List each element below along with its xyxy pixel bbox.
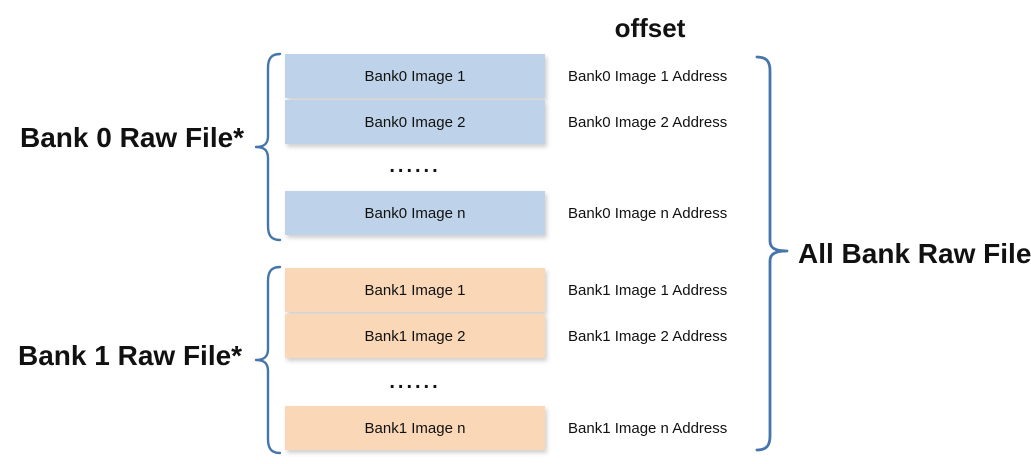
bank1-image-2-address: Bank1 Image 2 Address bbox=[568, 327, 728, 345]
bank0-image-1-address: Bank0 Image 1 Address bbox=[568, 67, 728, 85]
bank0-image-2-address: Bank0 Image 2 Address bbox=[568, 113, 728, 131]
bank0-raw-file-label: Bank 0 Raw File* bbox=[20, 122, 245, 153]
bank1-left-brace bbox=[254, 265, 282, 455]
bank1-image-1-address: Bank1 Image 1 Address bbox=[568, 281, 728, 299]
bank0-image-n-box: Bank0 Image n bbox=[285, 191, 545, 235]
bank0-image-n-address: Bank0 Image n Address bbox=[568, 204, 728, 222]
bank1-ellipsis: ...... bbox=[389, 370, 441, 393]
bank1-image-n-address: Bank1 Image n Address bbox=[568, 419, 728, 437]
bank1-image-2-box: Bank1 Image 2 bbox=[285, 314, 545, 358]
bank0-left-brace bbox=[254, 52, 282, 242]
bank0-ellipsis: ...... bbox=[389, 154, 441, 177]
offset-column-heading: offset bbox=[614, 13, 686, 43]
bank0-image-2-box: Bank0 Image 2 bbox=[285, 100, 545, 144]
bank1-image-n-box: Bank1 Image n bbox=[285, 406, 545, 450]
all-bank-raw-file-label: All Bank Raw File bbox=[798, 238, 1031, 269]
bank0-image-1-box: Bank0 Image 1 bbox=[285, 54, 545, 98]
bank1-image-1-box: Bank1 Image 1 bbox=[285, 268, 545, 312]
bank1-raw-file-label: Bank 1 Raw File* bbox=[18, 340, 243, 371]
all-bank-right-brace bbox=[755, 55, 789, 452]
